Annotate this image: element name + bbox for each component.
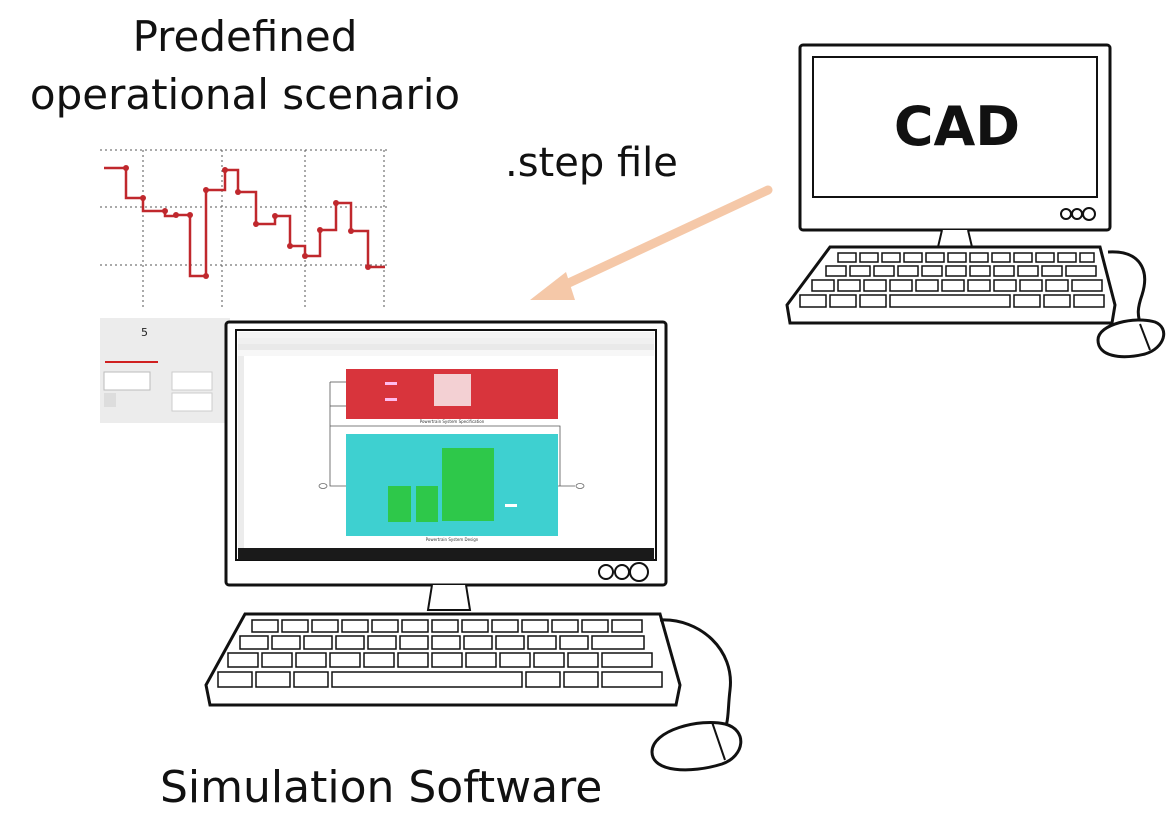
red-specification-block bbox=[346, 369, 558, 419]
specification-block-caption: Powertrain System Specification bbox=[419, 419, 485, 424]
simulation-computer bbox=[204, 320, 743, 772]
mouse-icon bbox=[650, 720, 743, 772]
teal-design-block bbox=[346, 434, 558, 536]
operational-scenario-chart: 5 bbox=[100, 145, 390, 423]
simulation-screen bbox=[238, 332, 654, 560]
step-file-label: .step file bbox=[505, 140, 678, 186]
chart-tick-label: 5 bbox=[141, 326, 148, 339]
design-block-caption: Powertrain System Design bbox=[425, 537, 479, 542]
simulation-software-label: Simulation Software bbox=[160, 762, 603, 813]
keyboard-icon bbox=[785, 245, 1117, 325]
cad-monitor-icon bbox=[798, 43, 1112, 248]
cad-computer bbox=[785, 43, 1166, 359]
scenario-title-line2: operational scenario bbox=[29, 70, 461, 119]
scenario-title-line1: Predefined bbox=[132, 12, 358, 61]
cad-screen-label: CAD bbox=[893, 95, 1021, 158]
step-file-arrow bbox=[530, 185, 773, 300]
mouse-icon bbox=[1096, 318, 1166, 359]
keyboard-icon bbox=[204, 612, 682, 707]
